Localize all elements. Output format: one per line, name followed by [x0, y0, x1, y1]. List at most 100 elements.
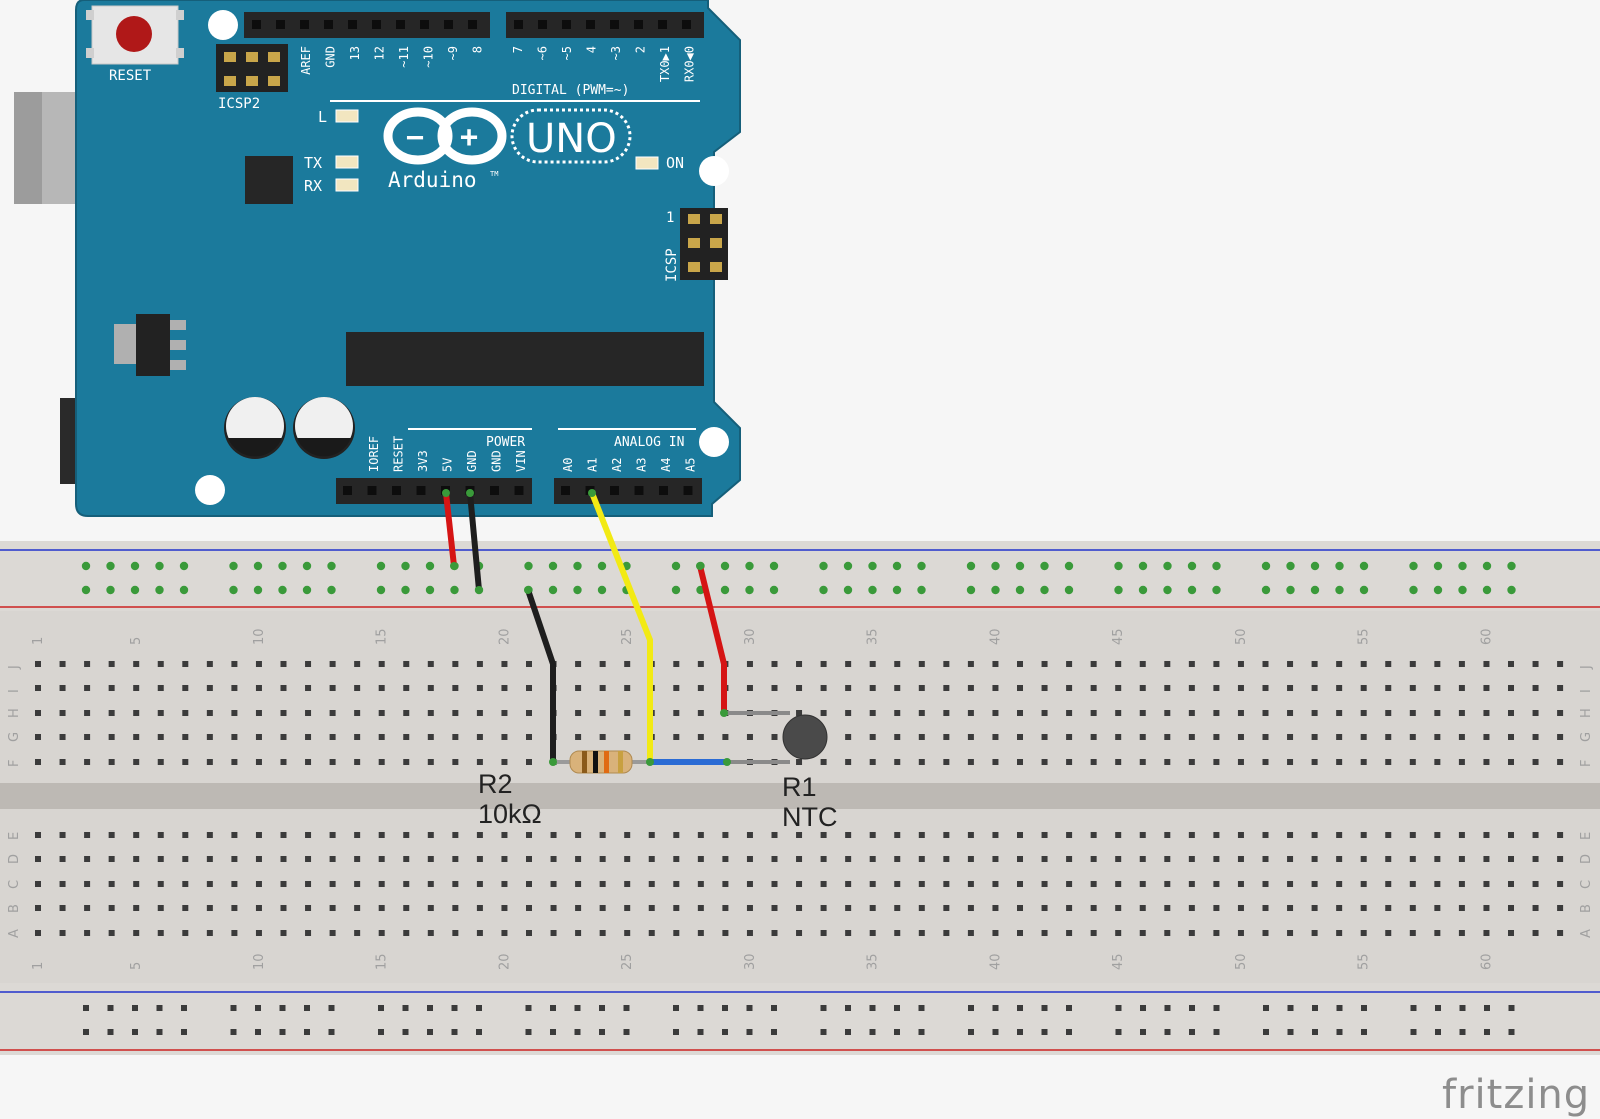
breadboard-hole: [280, 710, 287, 716]
breadboard-hole: [526, 661, 532, 667]
rail-hole: [1361, 1029, 1367, 1035]
column-number: 5: [129, 962, 144, 970]
breadboard-hole: [354, 759, 361, 765]
breadboard-hole: [354, 881, 361, 887]
analog-pin-label: A3: [635, 458, 649, 472]
mount-hole: [195, 475, 225, 505]
breadboard-hole: [1311, 759, 1318, 765]
breadboard-hole: [1336, 905, 1343, 911]
rail-hole: [1164, 1029, 1171, 1035]
breadboard-hole: [746, 930, 753, 936]
breadboard-hole: [820, 905, 827, 911]
rail-hole: [156, 1005, 163, 1011]
breadboard-hole: [1237, 881, 1244, 887]
breadboard-hole: [1262, 832, 1269, 838]
rail-hole: [720, 585, 730, 595]
breadboard-hole: [354, 905, 361, 911]
breadboard-hole: [1066, 710, 1073, 716]
header-pin: [659, 486, 668, 495]
breadboard-hole: [992, 881, 999, 887]
breadboard-hole: [1090, 881, 1097, 887]
rail-hole: [1312, 1029, 1318, 1035]
column-number: 55: [1357, 953, 1372, 970]
header-pin: [372, 20, 381, 29]
breadboard-hole: [1483, 661, 1490, 667]
reset-label: RESET: [109, 68, 152, 84]
rail-hole: [327, 561, 336, 571]
breadboard-hole: [1164, 759, 1171, 765]
breadboard-hole: [1508, 832, 1514, 838]
rail-hole: [1213, 1029, 1220, 1035]
rail-hole: [869, 1005, 876, 1011]
header-pin: [300, 20, 309, 29]
breadboard-hole: [550, 905, 557, 911]
breadboard-hole: [1041, 734, 1048, 740]
wires: [443, 490, 730, 765]
breadboard-hole: [869, 759, 876, 765]
breadboard-hole: [967, 930, 974, 936]
icsp2-label: ICSP2: [218, 96, 260, 112]
breadboard-hole: [722, 930, 729, 936]
breadboard-hole: [697, 930, 704, 936]
breadboard-hole: [1458, 856, 1465, 862]
breadboard-hole: [1360, 759, 1367, 765]
breadboard-hole: [1409, 881, 1416, 887]
rail-hole: [771, 1005, 777, 1011]
breadboard-hole: [378, 759, 385, 765]
rail-hole: [425, 585, 435, 595]
capacitor: [224, 397, 286, 459]
breadboard-hole: [231, 832, 238, 838]
breadboard-hole: [575, 661, 582, 667]
breadboard-hole: [1139, 832, 1146, 838]
breadboard-hole: [133, 832, 140, 838]
rail-hole: [1015, 585, 1025, 595]
power-pin-label: 5V: [441, 458, 455, 472]
breadboard-hole: [1508, 881, 1514, 887]
row-letter: J: [7, 665, 22, 670]
terminal-holes: [35, 661, 1564, 936]
rail-hole: [1410, 1029, 1417, 1035]
breadboard-hole: [1090, 661, 1097, 667]
trademark-label: TM: [490, 170, 498, 178]
rail-hole: [451, 1029, 458, 1035]
rail-hole: [132, 1029, 138, 1035]
breadboard-hole: [648, 881, 655, 887]
breadboard-hole: [427, 856, 434, 862]
breadboard-hole: [206, 881, 213, 887]
breadboard-hole: [182, 905, 189, 911]
breadboard-hole: [501, 905, 508, 911]
column-number: 35: [866, 953, 881, 970]
breadboard-hole: [624, 685, 631, 691]
rail-hole: [992, 1005, 999, 1011]
breadboard-hole: [1262, 685, 1269, 691]
breadboard-hole: [1164, 930, 1171, 936]
rail-hole: [304, 1029, 310, 1035]
breadboard-hole: [1017, 856, 1023, 862]
digital-pin-label: ~3: [609, 46, 623, 60]
breadboard-hole: [84, 759, 91, 765]
breadboard-hole: [403, 881, 410, 887]
breadboard-hole: [35, 856, 41, 862]
breadboard-hole: [526, 759, 532, 765]
rail-hole: [1459, 1029, 1466, 1035]
breadboard-hole: [1532, 685, 1539, 691]
breadboard-hole: [845, 832, 852, 838]
reset-button: [86, 5, 184, 65]
breadboard-hole: [1115, 759, 1122, 765]
breadboard-hole: [845, 710, 852, 716]
breadboard-hole: [84, 856, 91, 862]
breadboard-hole: [992, 685, 999, 691]
breadboard-hole: [452, 905, 459, 911]
rail-hole: [623, 1029, 630, 1035]
breadboard-hole: [452, 661, 459, 667]
breadboard-hole: [59, 905, 66, 911]
breadboard-hole: [1262, 905, 1269, 911]
rail-hole: [427, 1005, 433, 1011]
breadboard-hole: [1090, 710, 1097, 716]
breadboard-hole: [476, 930, 483, 936]
breadboard-hole: [1360, 832, 1367, 838]
breadboard-hole: [1041, 881, 1048, 887]
digital-pin-label: 4: [585, 46, 599, 53]
breadboard-hole: [452, 734, 459, 740]
